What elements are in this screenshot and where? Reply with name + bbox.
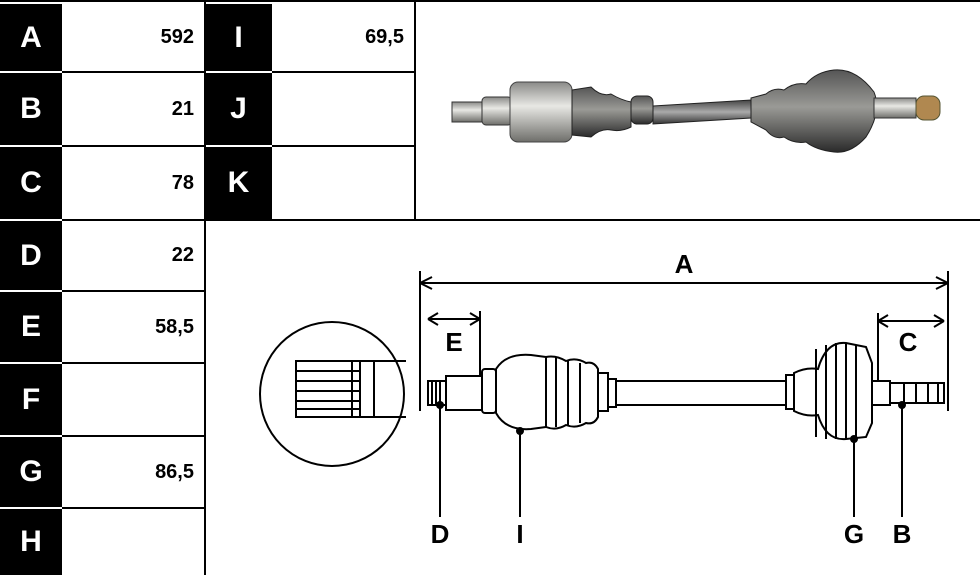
label-b: B [0, 73, 62, 145]
value-a: 592 [160, 26, 194, 48]
label-j: J [205, 73, 272, 145]
label-d: D [0, 221, 62, 290]
grid-line [414, 0, 416, 220]
callout-label-i: I [516, 519, 523, 549]
value-j [272, 73, 414, 145]
detail-spline-view [295, 360, 406, 418]
callout-label-g: G [844, 519, 864, 549]
label-g: G [0, 437, 62, 507]
label-a: A [0, 4, 62, 71]
label-f: F [0, 364, 62, 435]
label-e: E [0, 292, 62, 362]
grid-line [62, 219, 204, 221]
grid-line [62, 71, 204, 73]
dim-label-a: A [675, 249, 694, 279]
value-i: 69,5 [365, 26, 404, 48]
value-g: 86,5 [155, 460, 194, 483]
grid-line [62, 145, 204, 147]
value-b: 21 [171, 97, 194, 120]
photo-inner-boot [571, 86, 632, 138]
grid-line [62, 507, 204, 509]
dim-label-e: E [445, 327, 462, 357]
dim-label-c: C [899, 327, 918, 357]
dim-e-arrows [427, 312, 481, 326]
value-k [272, 147, 414, 219]
photo-right-spline [873, 95, 941, 121]
callout-b-dot [898, 401, 906, 409]
callout-label-d: D [431, 519, 450, 549]
value-e: 58,5 [155, 315, 194, 338]
technical-diagram: A E C D I G B [259, 249, 949, 549]
drive-shaft-photo [451, 69, 941, 153]
value-d: 22 [171, 244, 194, 266]
label-i: I [205, 4, 272, 71]
shaft-outline [427, 341, 945, 441]
photo-outer-boot [750, 69, 878, 153]
photo-shaft [652, 99, 752, 125]
grid-line [0, 0, 980, 2]
grid-line [205, 219, 980, 221]
grid-line [204, 0, 206, 575]
callout-d-dot [436, 401, 444, 409]
photo-damper [630, 95, 654, 125]
photo-left-spline [451, 96, 513, 126]
label-h: H [0, 509, 62, 575]
dim-a-arrows [419, 276, 949, 290]
callout-label-b: B [893, 519, 912, 549]
grid-line [272, 71, 414, 73]
callout-g-dot [850, 435, 858, 443]
label-k: K [205, 147, 272, 219]
grid-line [62, 435, 204, 437]
grid-line [62, 362, 204, 364]
callout-i-dot [516, 427, 524, 435]
photo-inner-joint [509, 81, 573, 143]
dim-c-arrows [877, 314, 945, 328]
value-h [62, 509, 204, 575]
grid-line [62, 290, 204, 292]
detail-circle [259, 321, 405, 467]
value-f [62, 364, 204, 435]
grid-line [272, 145, 414, 147]
value-c: 78 [171, 171, 194, 194]
label-c: C [0, 147, 62, 219]
